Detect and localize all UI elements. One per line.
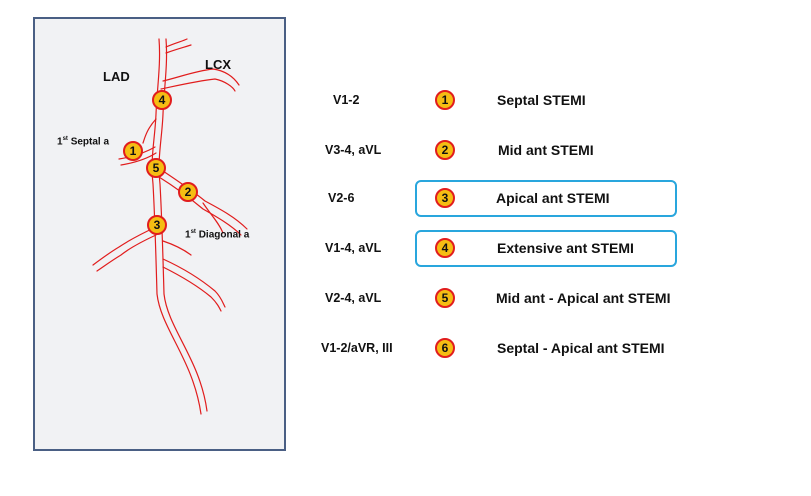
diagram-marker-2: 2	[178, 182, 198, 202]
row-2-leads: V3-4, aVL	[325, 143, 382, 157]
diagram-marker-4: 4	[152, 90, 172, 110]
row-4-marker: 4	[435, 238, 455, 258]
row-1-label: Septal STEMI	[497, 92, 586, 108]
highlight-box-apical	[415, 180, 677, 217]
row-6-leads: V1-2/aVR, III	[321, 341, 393, 355]
lcx-label: LCX	[205, 57, 231, 72]
row-1-leads: V1-2	[333, 93, 360, 107]
row-2-label: Mid ant STEMI	[498, 142, 594, 158]
diagram-marker-3: 3	[147, 215, 167, 235]
row-5-label: Mid ant - Apical ant STEMI	[496, 290, 671, 306]
row-2-marker: 2	[435, 140, 455, 160]
row-6-label: Septal - Apical ant STEMI	[497, 340, 665, 356]
row-1-marker: 1	[435, 90, 455, 110]
row-3-label: Apical ant STEMI	[496, 190, 610, 206]
lcx-vessel-lower	[160, 78, 236, 92]
row-5-marker: 5	[435, 288, 455, 308]
row-4-leads: V1-4, aVL	[325, 241, 382, 255]
diagram-marker-5: 5	[146, 158, 166, 178]
septal-artery-label: 1st Septal a	[57, 136, 110, 148]
right-branch-vessel	[162, 258, 226, 308]
row-5-leads: V2-4, aVL	[325, 291, 382, 305]
coronary-artery-diagram: LAD LCX 1st Septal a 1st Diagonal a 4 1 …	[33, 17, 286, 451]
highlight-box-extensive	[415, 230, 677, 267]
row-4-label: Extensive ant STEMI	[497, 240, 634, 256]
lad-label: LAD	[103, 69, 130, 84]
left-branch-vessel	[92, 226, 157, 266]
row-3-marker: 3	[435, 188, 455, 208]
lcx-vessel-upper	[162, 68, 240, 86]
row-3-leads: V2-6	[328, 191, 355, 205]
diagonal-vessel	[159, 168, 248, 230]
diagram-marker-1: 1	[123, 141, 143, 161]
diagonal-artery-label: 1st Diagonal a	[185, 229, 250, 241]
row-6-marker: 6	[435, 338, 455, 358]
